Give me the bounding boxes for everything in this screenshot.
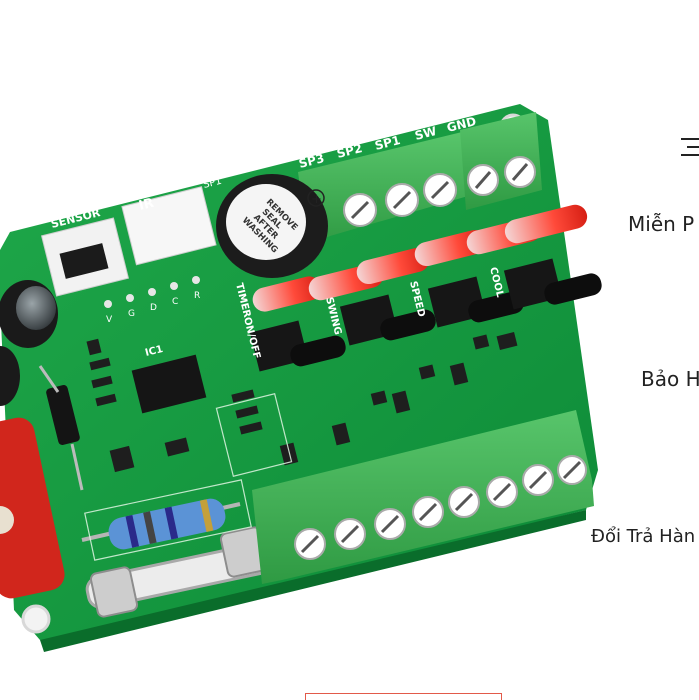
side-link-returns[interactable]: Đổi Trả Hàn bbox=[591, 526, 696, 547]
label-ir: IR bbox=[137, 196, 155, 214]
header-pins bbox=[104, 276, 200, 308]
buzzer: + REMOVE SEAL AFTER WASHING bbox=[216, 174, 328, 278]
menu-icon[interactable] bbox=[681, 138, 699, 162]
diode bbox=[38, 365, 84, 491]
sensor-connector: SENSOR bbox=[40, 206, 130, 297]
pin-d: D bbox=[150, 303, 157, 313]
fuse-holder bbox=[85, 526, 277, 618]
terminal-block-top bbox=[298, 112, 542, 246]
label-sp2: SP2 bbox=[335, 141, 363, 161]
pcb-board-edge bbox=[40, 510, 586, 652]
bottom-banner-edge bbox=[305, 693, 502, 700]
ir-connector: IR bbox=[121, 186, 217, 266]
pin-g: G bbox=[128, 309, 135, 319]
smd-parts bbox=[86, 332, 518, 473]
silkscreen-outlines bbox=[84, 393, 293, 561]
push-buttons bbox=[249, 258, 602, 372]
pin-labels: V G D C R bbox=[106, 291, 200, 325]
label-sp1: SP1 bbox=[373, 133, 401, 153]
side-link-warranty[interactable]: Bảo H bbox=[641, 367, 699, 391]
pin-r: R bbox=[194, 291, 200, 301]
mounting-hole bbox=[21, 604, 51, 634]
label-ic1: IC1 bbox=[144, 344, 164, 359]
led-row bbox=[252, 204, 588, 312]
label-sp3: SP3 bbox=[297, 151, 325, 171]
terminal-block-bottom bbox=[252, 410, 594, 584]
power-resistor bbox=[81, 498, 241, 550]
label-sp1-buzzer: SP1 bbox=[202, 176, 223, 191]
buzzer-plus: + bbox=[311, 192, 322, 207]
pin-c: C bbox=[172, 297, 178, 307]
side-link-free-shipping[interactable]: Miễn P bbox=[628, 212, 695, 236]
label-sw: SW bbox=[413, 124, 438, 143]
electrolytic-capacitor bbox=[0, 280, 58, 406]
pin-v: V bbox=[106, 315, 113, 325]
ic1-chip: IC1 bbox=[131, 344, 207, 414]
x2-capacitor bbox=[0, 417, 65, 599]
